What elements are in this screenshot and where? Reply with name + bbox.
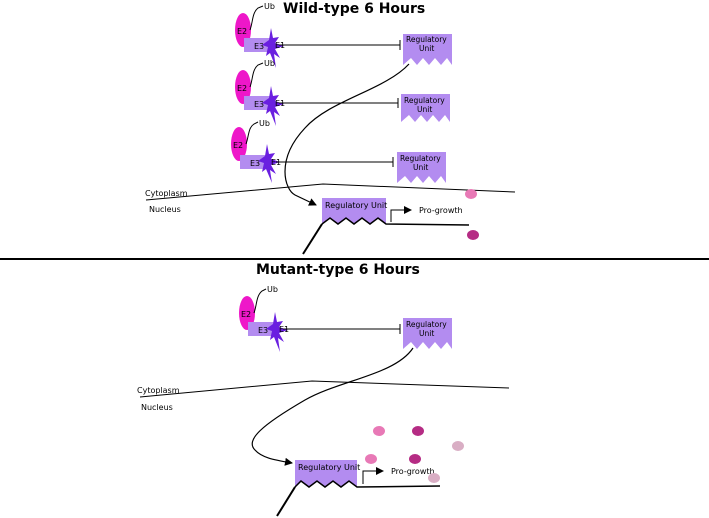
- nucleus-label: Nucleus: [141, 403, 173, 412]
- regulatory-unit-label: Regulatory Unit: [298, 463, 360, 472]
- dna-strand: [294, 480, 441, 488]
- e2-label: E2: [241, 310, 251, 319]
- regulatory-unit-mutant: Regulatory Unit: [403, 318, 452, 349]
- nuclear-regulatory-unit-wild: Regulatory Unit Pro-growth: [302, 198, 470, 255]
- nuclear-membrane: [139, 380, 510, 398]
- regulatory-unit-3: Regulatory Unit: [397, 152, 446, 183]
- product-dot: [452, 441, 464, 451]
- product-dot: [412, 426, 424, 436]
- regulatory-unit-label: Regulatory Unit: [325, 201, 387, 210]
- regulatory-label-line2: Unit: [419, 329, 434, 338]
- e3-box: [244, 38, 271, 52]
- ub-link: [249, 62, 264, 88]
- regulatory-shape: [403, 318, 452, 349]
- e1-starburst-icon: [262, 86, 284, 126]
- regulatory-unit-2: Regulatory Unit: [401, 94, 450, 122]
- ub-label: Ub: [264, 59, 275, 68]
- e3-label: E3: [254, 42, 264, 51]
- e2-ellipse: [231, 127, 247, 161]
- mutant-panel-title: Mutant-type 6 Hours: [256, 262, 420, 278]
- e1-starburst-icon: [266, 312, 288, 352]
- regulatory-label-line1: Regulatory: [406, 320, 447, 329]
- e2-label: E2: [233, 141, 243, 150]
- e2-ellipse: [239, 296, 255, 330]
- cytoplasm-label: Cytoplasm: [137, 386, 180, 395]
- e3-box: [248, 322, 275, 336]
- ubiquitin-complex-1: E2 Ub E3 E1: [235, 2, 401, 68]
- transcription-arrow: [362, 467, 384, 484]
- ubiquitin-complex-mutant: E2 Ub E3 E1: [239, 285, 401, 352]
- regulatory-label-line1: Regulatory: [400, 154, 441, 163]
- product-dot: [373, 426, 385, 436]
- ubiquitin-complex-2: E2 Ub E3 E1: [235, 59, 399, 126]
- regulatory-shape: [295, 460, 357, 487]
- e3-box: [244, 96, 271, 110]
- regulatory-label-line2: Unit: [419, 44, 434, 53]
- pro-growth-label: Pro-growth: [391, 467, 435, 476]
- product-dot: [365, 454, 377, 464]
- pro-growth-label: Pro-growth: [419, 206, 463, 215]
- dna-strand-left: [276, 486, 296, 517]
- product-dot: [409, 454, 421, 464]
- translocation-arrow: [284, 63, 410, 206]
- regulatory-unit-1: Regulatory Unit: [403, 34, 452, 65]
- transcription-arrow: [390, 206, 412, 222]
- product-dot: [428, 473, 440, 483]
- e2-label: E2: [237, 27, 247, 36]
- regulatory-shape: [401, 94, 450, 122]
- e2-ellipse: [235, 70, 251, 104]
- ub-link: [253, 288, 267, 314]
- nucleus-label: Nucleus: [149, 205, 181, 214]
- product-dot: [467, 230, 479, 240]
- regulatory-label-line2: Unit: [413, 163, 428, 172]
- nuclear-membrane: [145, 183, 516, 201]
- regulatory-label-line1: Regulatory: [406, 35, 447, 44]
- ub-label: Ub: [264, 2, 275, 11]
- e3-label: E3: [258, 326, 268, 335]
- cytoplasm-label: Cytoplasm: [145, 189, 188, 198]
- regulatory-shape: [403, 34, 452, 65]
- e1-starburst-icon: [262, 28, 284, 68]
- dna-strand-left: [302, 223, 323, 255]
- ub-link: [245, 121, 259, 145]
- wild-panel-title: Wild-type 6 Hours: [283, 1, 425, 17]
- dna-strand: [321, 217, 470, 226]
- ub-label: Ub: [267, 285, 278, 294]
- nuclear-regulatory-unit-mutant: Regulatory Unit Pro-growth: [276, 460, 441, 517]
- regulatory-shape: [397, 152, 446, 183]
- e3-label: E3: [254, 100, 264, 109]
- regulatory-shape: [322, 198, 386, 224]
- e3-label: E3: [250, 159, 260, 168]
- product-dot: [465, 189, 477, 199]
- e2-label: E2: [237, 84, 247, 93]
- regulatory-label-line1: Regulatory: [404, 96, 445, 105]
- ub-link: [249, 5, 264, 31]
- e3-box: [240, 155, 267, 169]
- regulatory-label-line2: Unit: [417, 105, 432, 114]
- ubiquitin-complex-3: E2 Ub E3 E1: [231, 119, 394, 183]
- translocation-arrow: [251, 347, 414, 466]
- ub-label: Ub: [259, 119, 270, 128]
- e1-starburst-icon: [258, 144, 280, 183]
